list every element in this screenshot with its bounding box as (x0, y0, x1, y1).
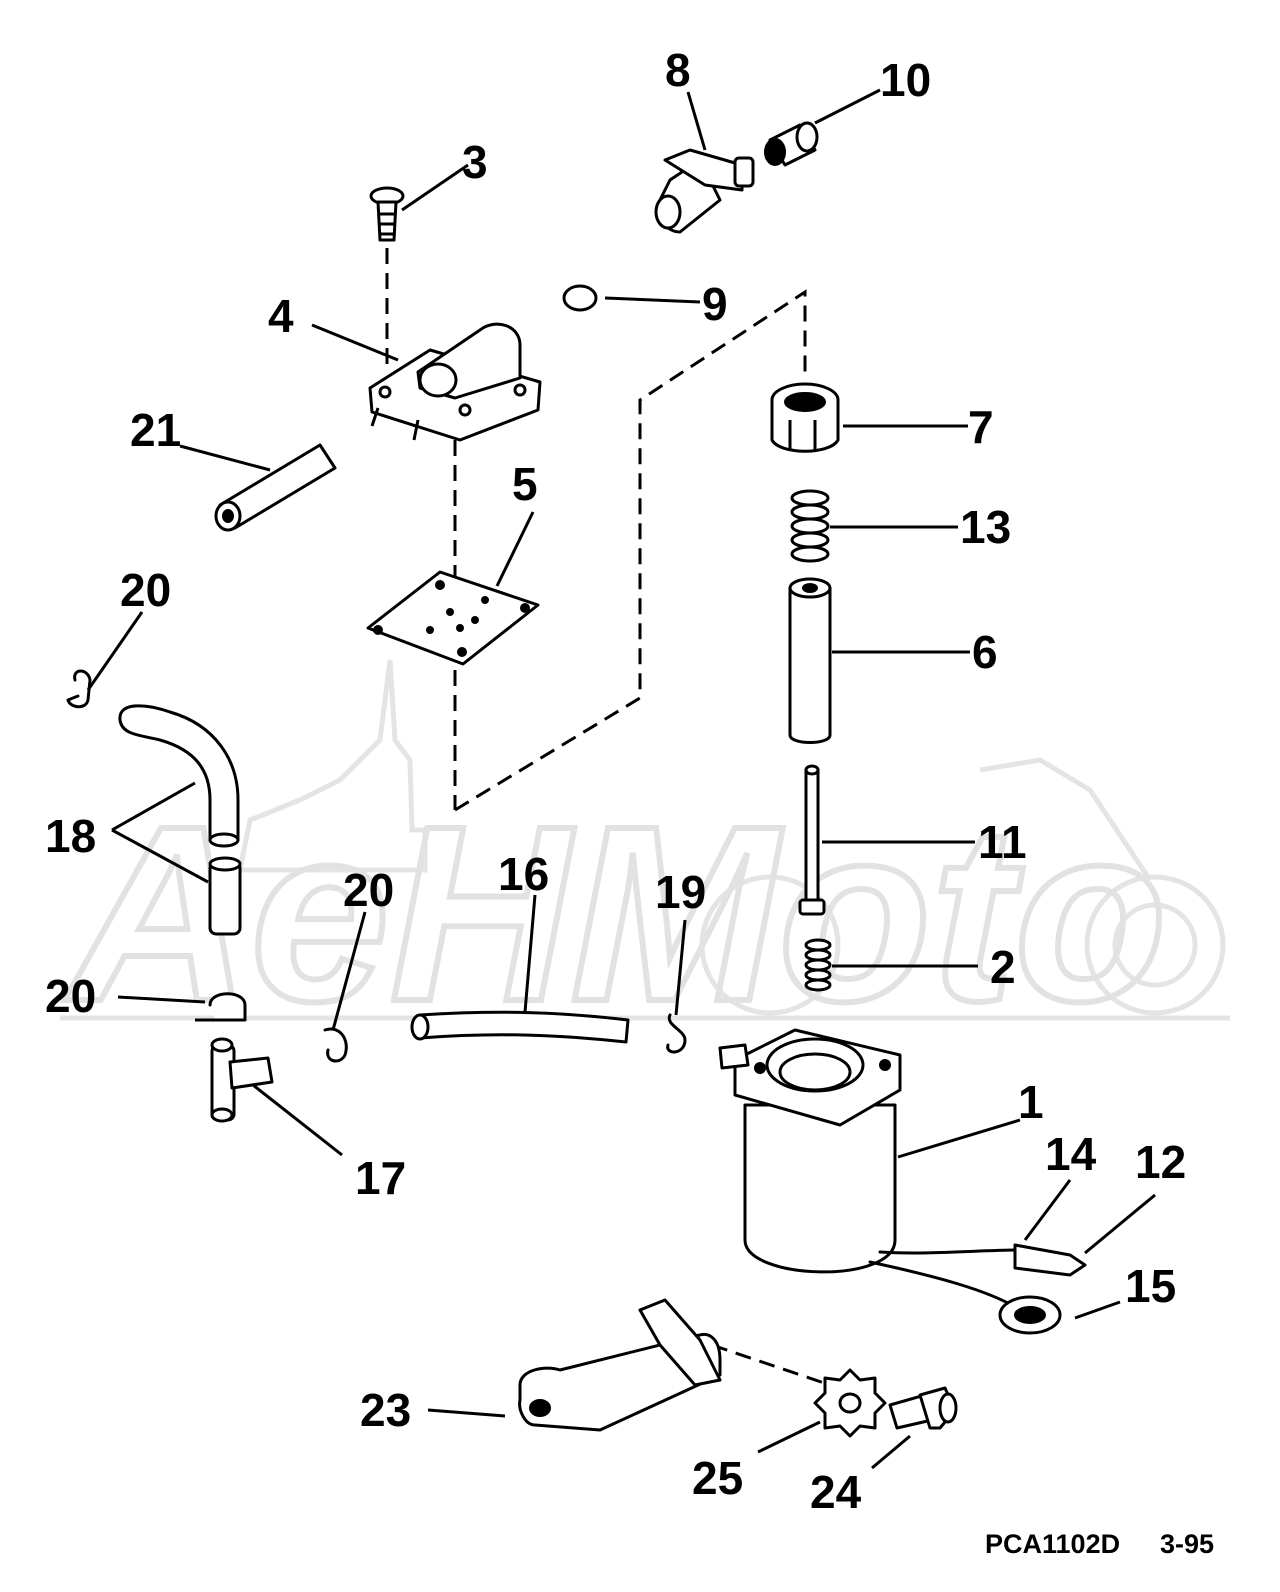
assembly-lines (385, 248, 831, 1387)
part-20-clip-left (195, 992, 247, 1022)
label-part-8: 8 (665, 44, 691, 96)
label-part-21: 21 (130, 404, 181, 456)
label-part-1: 1 (1018, 1076, 1044, 1128)
part-6-tube (788, 577, 832, 744)
part-3-screw (369, 186, 405, 242)
label-part-9: 9 (702, 278, 728, 330)
label-part-6: 6 (972, 626, 998, 678)
part-23-strap (518, 1298, 722, 1432)
label-part-3: 3 (462, 136, 488, 188)
part-7-nut (770, 382, 840, 453)
callout-labels: 8 10 3 4 9 7 21 5 13 20 6 18 11 16 20 19… (45, 44, 1186, 1518)
diagram-date: 3-95 (1160, 1529, 1214, 1559)
part-11-pin (798, 764, 826, 916)
part-9-o-ring (562, 284, 598, 312)
label-part-16: 16 (498, 848, 549, 900)
label-part-20-left: 20 (45, 970, 96, 1022)
label-part-24: 24 (810, 1466, 862, 1518)
part-10-sleeve (764, 121, 819, 167)
part-1-filter-assembly (718, 1028, 1087, 1335)
part-20-clip-top (66, 669, 92, 709)
part-5-gasket (366, 570, 540, 666)
label-part-18: 18 (45, 810, 96, 862)
part-25-star-washer (813, 1368, 887, 1438)
leader-lines (86, 88, 1156, 1470)
part-18-hose-elbow (118, 704, 240, 848)
label-part-14: 14 (1045, 1128, 1097, 1180)
part-24-bolt (888, 1386, 958, 1430)
label-part-4: 4 (268, 290, 294, 342)
label-part-10: 10 (880, 54, 931, 106)
label-part-19: 19 (655, 866, 706, 918)
part-17-tee-fitting (210, 1037, 274, 1123)
part-2-spring (804, 938, 832, 992)
part-18-hose-short (208, 856, 242, 936)
label-part-12: 12 (1135, 1136, 1186, 1188)
part-13-spring (790, 489, 830, 563)
label-part-15: 15 (1125, 1260, 1176, 1312)
diagram-code: PCA1102D (985, 1529, 1120, 1559)
label-part-11: 11 (978, 816, 1027, 868)
part-8-fitting (654, 148, 755, 234)
label-part-20-middle: 20 (343, 864, 394, 916)
label-part-23: 23 (360, 1384, 411, 1436)
label-part-7: 7 (968, 401, 994, 453)
label-part-25: 25 (692, 1452, 743, 1504)
part-20-clip-middle (323, 1027, 348, 1063)
part-19-clip (666, 1013, 687, 1054)
part-16-hose (410, 1010, 630, 1044)
label-part-17: 17 (355, 1152, 406, 1204)
label-part-2: 2 (990, 941, 1016, 993)
label-part-13: 13 (960, 501, 1011, 553)
label-part-20-top: 20 (120, 564, 171, 616)
part-4-pump-cover (368, 322, 542, 442)
part-21-hose (214, 443, 337, 532)
label-part-5: 5 (512, 458, 538, 510)
